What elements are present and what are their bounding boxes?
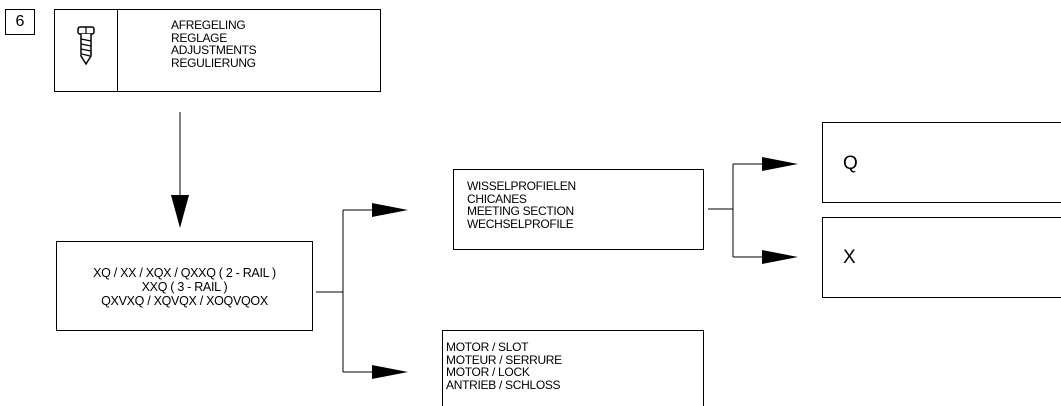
source-line-2: XXQ ( 3 - RAIL ) [141, 280, 228, 294]
screw-icon [75, 26, 97, 71]
arrowhead-x [762, 250, 798, 264]
header-line-fr: REGLAGE [171, 30, 227, 45]
motor-line-fr: MOTEUR / SERRURE [446, 352, 562, 367]
arrowhead-meeting [372, 203, 408, 217]
header-line-en: ADJUSTMENTS [171, 43, 257, 57]
motor-line-nl: MOTOR / SLOT [446, 340, 529, 354]
meeting-section-box: WISSELPROFIELEN CHICANES MEETING SECTION… [453, 169, 704, 250]
header-line-de: REGULIERUNG [171, 55, 256, 70]
step-number-box: 6 [5, 9, 35, 35]
result-x-box: X [822, 217, 1061, 298]
source-line-3: QXVXQ / XQVQX / XOQVQOX [101, 294, 268, 308]
motor-text: MOTOR / SLOT MOTEUR / SERRURE MOTOR / LO… [446, 341, 562, 391]
motor-box: MOTOR / SLOT MOTEUR / SERRURE MOTOR / LO… [442, 330, 704, 406]
header-box: AFREGELING REGLAGE ADJUSTMENTS REGULIERU… [54, 9, 381, 92]
source-line-1: XQ / XX / XQX / QXXQ ( 2 - RAIL ) [93, 266, 276, 280]
step-number: 6 [15, 13, 25, 30]
meeting-text: WISSELPROFIELEN CHICANES MEETING SECTION… [467, 180, 576, 230]
arrowhead-down [171, 195, 189, 228]
header-icon-cell [55, 10, 118, 91]
meeting-line-de: WECHSELPROFILE [467, 216, 574, 231]
motor-line-en: MOTOR / LOCK [446, 365, 530, 379]
meeting-line-en: MEETING SECTION [467, 204, 574, 218]
header-line-nl: AFREGELING [171, 18, 246, 32]
motor-line-de: ANTRIEB / SCHLOSS [446, 377, 561, 392]
result-q-box: Q [822, 122, 1061, 203]
result-q-label: Q [843, 153, 858, 174]
source-text: XQ / XX / XQX / QXXQ ( 2 - RAIL ) XXQ ( … [57, 266, 312, 308]
arrowhead-motor [372, 365, 408, 379]
meeting-line-fr: CHICANES [467, 191, 527, 206]
header-text: AFREGELING REGLAGE ADJUSTMENTS REGULIERU… [171, 18, 257, 70]
result-x-label: X [843, 247, 856, 268]
arrowhead-q [762, 157, 798, 171]
source-box: XQ / XX / XQX / QXXQ ( 2 - RAIL ) XXQ ( … [56, 241, 313, 331]
meeting-line-nl: WISSELPROFIELEN [467, 179, 576, 193]
